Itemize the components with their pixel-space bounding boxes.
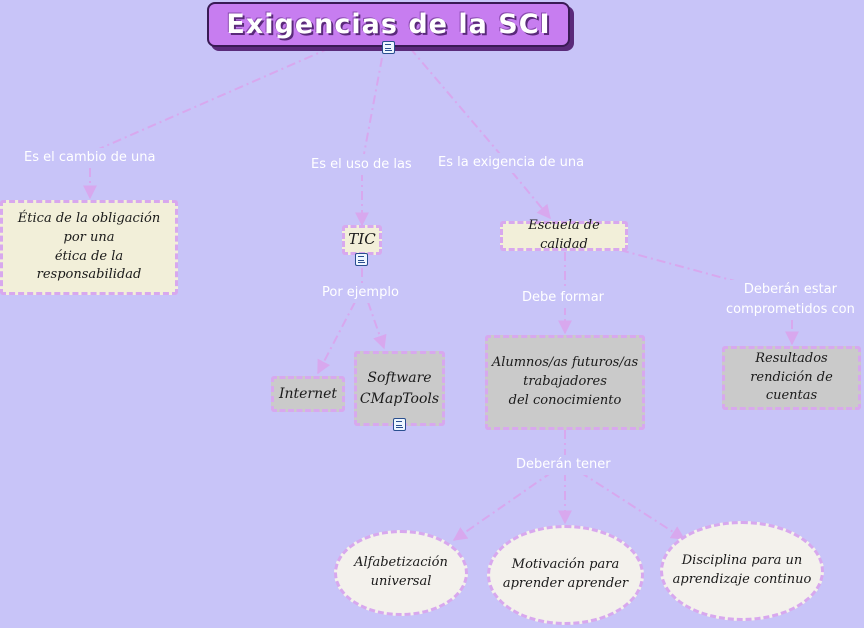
connector-tener-alfabetizacion — [452, 471, 553, 541]
concept-escuela[interactable]: Escuela de calidad — [500, 218, 628, 252]
concept-resultados[interactable]: Resultados rendición de cuentas — [722, 346, 861, 410]
link-label-exigencia[interactable]: Es la exigencia de una — [436, 153, 587, 173]
connector-ejemplo-internet — [317, 301, 356, 375]
concept-disciplina[interactable]: Disciplina para un aprendizaje continuo — [660, 521, 824, 621]
concept-software[interactable]: Software CMapTools — [354, 351, 445, 426]
document-icon[interactable] — [382, 41, 395, 54]
link-label-ejemplo[interactable]: Por ejemplo — [320, 283, 401, 303]
link-label-formar[interactable]: Debe formar — [520, 288, 607, 308]
connector-exigencia-escuela — [511, 171, 551, 220]
link-label-tener[interactable]: Deberán tener — [514, 455, 613, 475]
connector-title-cambio — [91, 47, 331, 153]
document-icon[interactable] — [393, 418, 406, 431]
concept-etica[interactable]: Ética de la obligación por una ética de … — [0, 200, 178, 295]
connector-tener-disciplina — [579, 471, 686, 540]
link-label-comprometidos[interactable]: Deberán estar comprometidos con — [724, 280, 857, 319]
document-icon[interactable] — [355, 253, 368, 266]
link-label-cambio[interactable]: Es el cambio de una — [22, 148, 158, 168]
connector-ejemplo-software — [367, 301, 387, 350]
connector-title-uso — [363, 57, 383, 155]
concept-motivacion[interactable]: Motivación para aprender aprender — [487, 525, 644, 625]
connector-escuela-comprometidos — [619, 249, 743, 284]
concept-internet[interactable]: Internet — [271, 376, 345, 412]
link-label-uso[interactable]: Es el uso de las — [309, 155, 414, 175]
concept-alfabetizacion[interactable]: Alfabetización universal — [334, 530, 468, 616]
concept-alumnos[interactable]: Alumnos/as futuros/as trabajadores del c… — [485, 335, 645, 430]
concept-tic[interactable]: TIC — [342, 225, 382, 255]
connector-title-exigencia — [409, 47, 501, 155]
